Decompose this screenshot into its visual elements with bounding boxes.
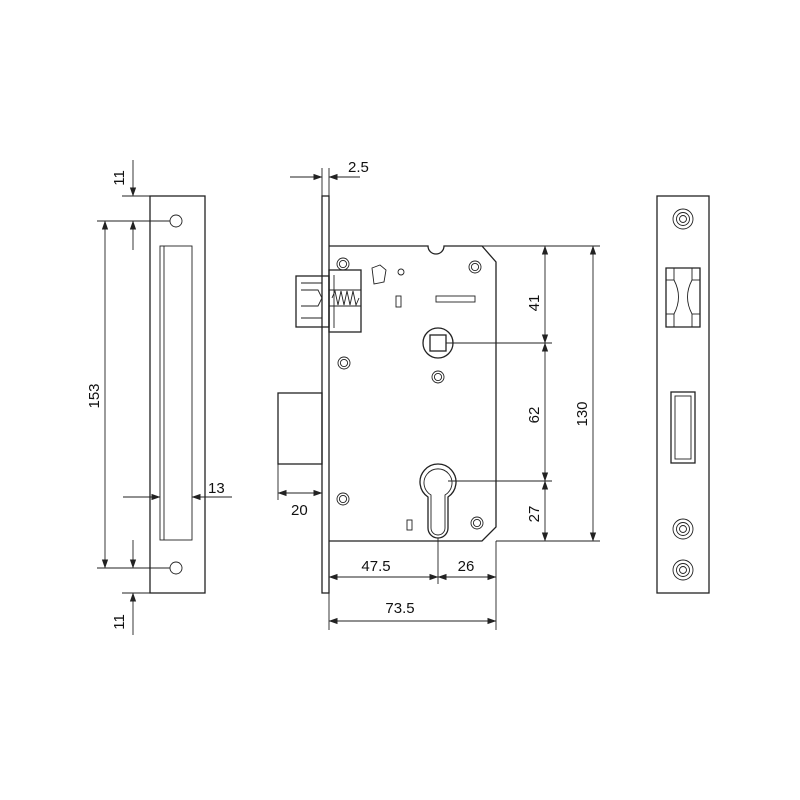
dimension-deadbolt-throw: 20	[277, 464, 323, 519]
face-middle-screw	[672, 518, 694, 540]
dim-label-62: 62	[526, 407, 543, 424]
dimension-bottom-hole-offset: 11	[97, 540, 170, 635]
face-deadbolt-opening	[670, 391, 696, 464]
pivot-pin	[397, 268, 405, 276]
dim-label-2-5: 2.5	[348, 159, 369, 176]
deadbolt	[277, 392, 323, 465]
face-latch-opening	[665, 267, 701, 328]
lock-body-view	[277, 195, 497, 594]
faceplate-face-view	[656, 195, 710, 594]
face-bottom-screw	[672, 559, 694, 581]
extension-lines-right	[446, 245, 600, 542]
spring-slot	[395, 295, 402, 308]
dimension-latch-to-spindle: 41	[526, 245, 549, 344]
screw-center	[431, 370, 445, 384]
faceplate-outline	[149, 195, 206, 594]
dimension-faceplate-thickness: 2.5	[290, 159, 369, 196]
dim-label-26: 26	[458, 558, 475, 575]
dimension-cylinder-to-back: 26	[437, 558, 497, 581]
dim-label-47-5: 47.5	[361, 558, 390, 575]
dimension-faceplate-length: 153	[86, 220, 109, 569]
latch-bolt	[295, 269, 362, 333]
faceplate-top-screw-hole	[169, 214, 183, 228]
screw-top-left	[336, 257, 350, 271]
dimension-cylinder-to-bottom: 27	[526, 480, 549, 542]
dim-label-20: 20	[291, 502, 308, 519]
faceplate-latch-slot	[159, 245, 193, 541]
lock-case-outline	[329, 245, 497, 542]
dim-label-41: 41	[526, 295, 543, 312]
screw-mid-left	[337, 356, 351, 370]
slide-slot	[435, 295, 476, 303]
face-outline	[656, 195, 710, 594]
dim-label-73-5: 73.5	[385, 600, 414, 617]
dimension-top-hole-offset: 11	[97, 160, 170, 250]
cylinder-slot	[406, 519, 413, 531]
faceplate-front-view	[149, 195, 206, 594]
dimension-case-depth: 73.5	[328, 600, 497, 625]
dim-label-11-bottom: 11	[111, 614, 128, 630]
lock-faceplate-edge	[321, 195, 330, 594]
dim-label-13: 13	[208, 480, 225, 497]
screw-top-right	[468, 260, 482, 274]
screw-bottom-left	[336, 492, 350, 506]
screw-bottom-right	[470, 516, 484, 530]
dimension-faceplate-width: 13	[123, 480, 232, 501]
dimension-case-height: 130	[574, 245, 597, 542]
dim-label-130: 130	[574, 401, 591, 426]
dim-label-27: 27	[526, 506, 543, 523]
dimension-spindle-to-cylinder: 62	[526, 342, 549, 482]
faceplate-bottom-screw-hole	[169, 561, 183, 575]
face-top-screw	[672, 208, 694, 230]
dim-label-11-top: 11	[111, 170, 128, 186]
dimension-backset: 47.5	[328, 558, 439, 581]
dim-label-153: 153	[86, 383, 103, 408]
euro-cylinder-cutout	[419, 463, 457, 539]
latch-lever	[371, 264, 387, 285]
